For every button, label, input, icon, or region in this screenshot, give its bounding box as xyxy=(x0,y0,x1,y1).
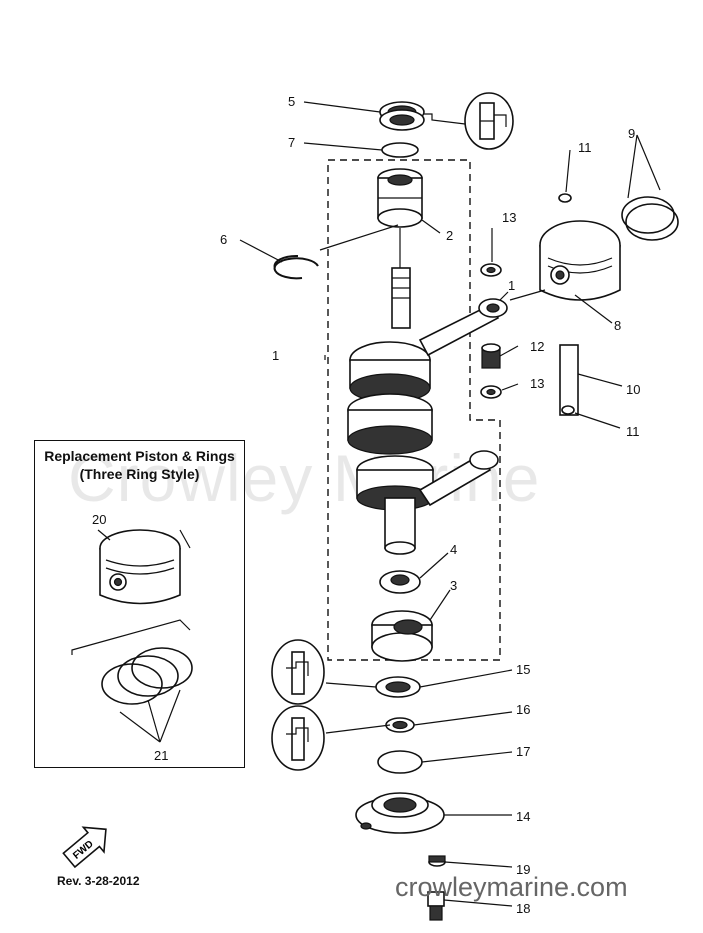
callout-1: 1 xyxy=(272,348,279,363)
seal-direction-icon xyxy=(271,705,325,771)
connecting-rod-lower xyxy=(418,450,499,507)
callout-21: 21 xyxy=(154,748,168,763)
callout-5: 5 xyxy=(288,94,295,109)
callout-18: 18 xyxy=(516,901,530,916)
seal-direction-icon xyxy=(271,639,325,705)
drive-gear xyxy=(379,570,421,594)
callout-13: 13 xyxy=(502,210,516,225)
piston-rings xyxy=(621,196,679,241)
connecting-rod-upper xyxy=(418,298,508,357)
lower-bearing-housing xyxy=(355,792,445,834)
callout-17: 17 xyxy=(516,744,530,759)
callout-14: 14 xyxy=(516,809,530,824)
callout-3: 3 xyxy=(450,578,457,593)
assembly-outline xyxy=(327,159,501,661)
pin-clip-upper xyxy=(558,193,572,203)
callout-11: 11 xyxy=(626,424,640,439)
replacement-piston-inset: Replacement Piston & Rings (Three Ring S… xyxy=(34,440,245,768)
inset-title-line2: (Three Ring Style) xyxy=(79,466,200,482)
crankshaft xyxy=(347,267,434,555)
fwd-arrow-icon: FWD xyxy=(62,826,107,869)
washer xyxy=(428,855,446,867)
website-watermark: crowleymarine.com xyxy=(395,872,628,902)
snap-ring xyxy=(273,254,319,280)
pin-clip-lower xyxy=(561,405,575,415)
callout-20: 20 xyxy=(92,512,106,527)
replacement-rings xyxy=(101,647,193,705)
callout-16: 16 xyxy=(516,702,530,717)
o-ring-lower xyxy=(377,750,423,774)
replacement-piston xyxy=(99,529,181,605)
callout-8: 8 xyxy=(614,318,621,333)
callout-13: 13 xyxy=(530,376,544,391)
piston xyxy=(539,220,621,301)
callout-19: 19 xyxy=(516,862,530,877)
oil-seal-top xyxy=(379,101,425,131)
callout-11: 11 xyxy=(578,140,592,155)
seal-direction-icon xyxy=(464,92,514,150)
inset-title-line1: Replacement Piston & Rings xyxy=(44,448,235,464)
callout-1: 1 xyxy=(508,278,515,293)
lower-bearing xyxy=(371,610,433,662)
callout-9: 9 xyxy=(628,126,635,141)
lower-oil-seal xyxy=(375,676,421,698)
callout-15: 15 xyxy=(516,662,530,677)
needle-bearing xyxy=(481,343,501,369)
revision-date: Rev. 3-28-2012 xyxy=(57,874,140,888)
callout-12: 12 xyxy=(530,339,544,354)
bolt xyxy=(427,891,445,921)
callout-6: 6 xyxy=(220,232,227,247)
callout-7: 7 xyxy=(288,135,295,150)
callout-10: 10 xyxy=(626,382,640,397)
small-seal xyxy=(385,717,415,733)
piston-pin xyxy=(559,344,579,416)
callout-2: 2 xyxy=(446,228,453,243)
callout-4: 4 xyxy=(450,542,457,557)
upper-bearing xyxy=(377,168,423,228)
o-ring-top xyxy=(381,142,419,158)
inset-title: Replacement Piston & Rings (Three Ring S… xyxy=(35,447,244,483)
